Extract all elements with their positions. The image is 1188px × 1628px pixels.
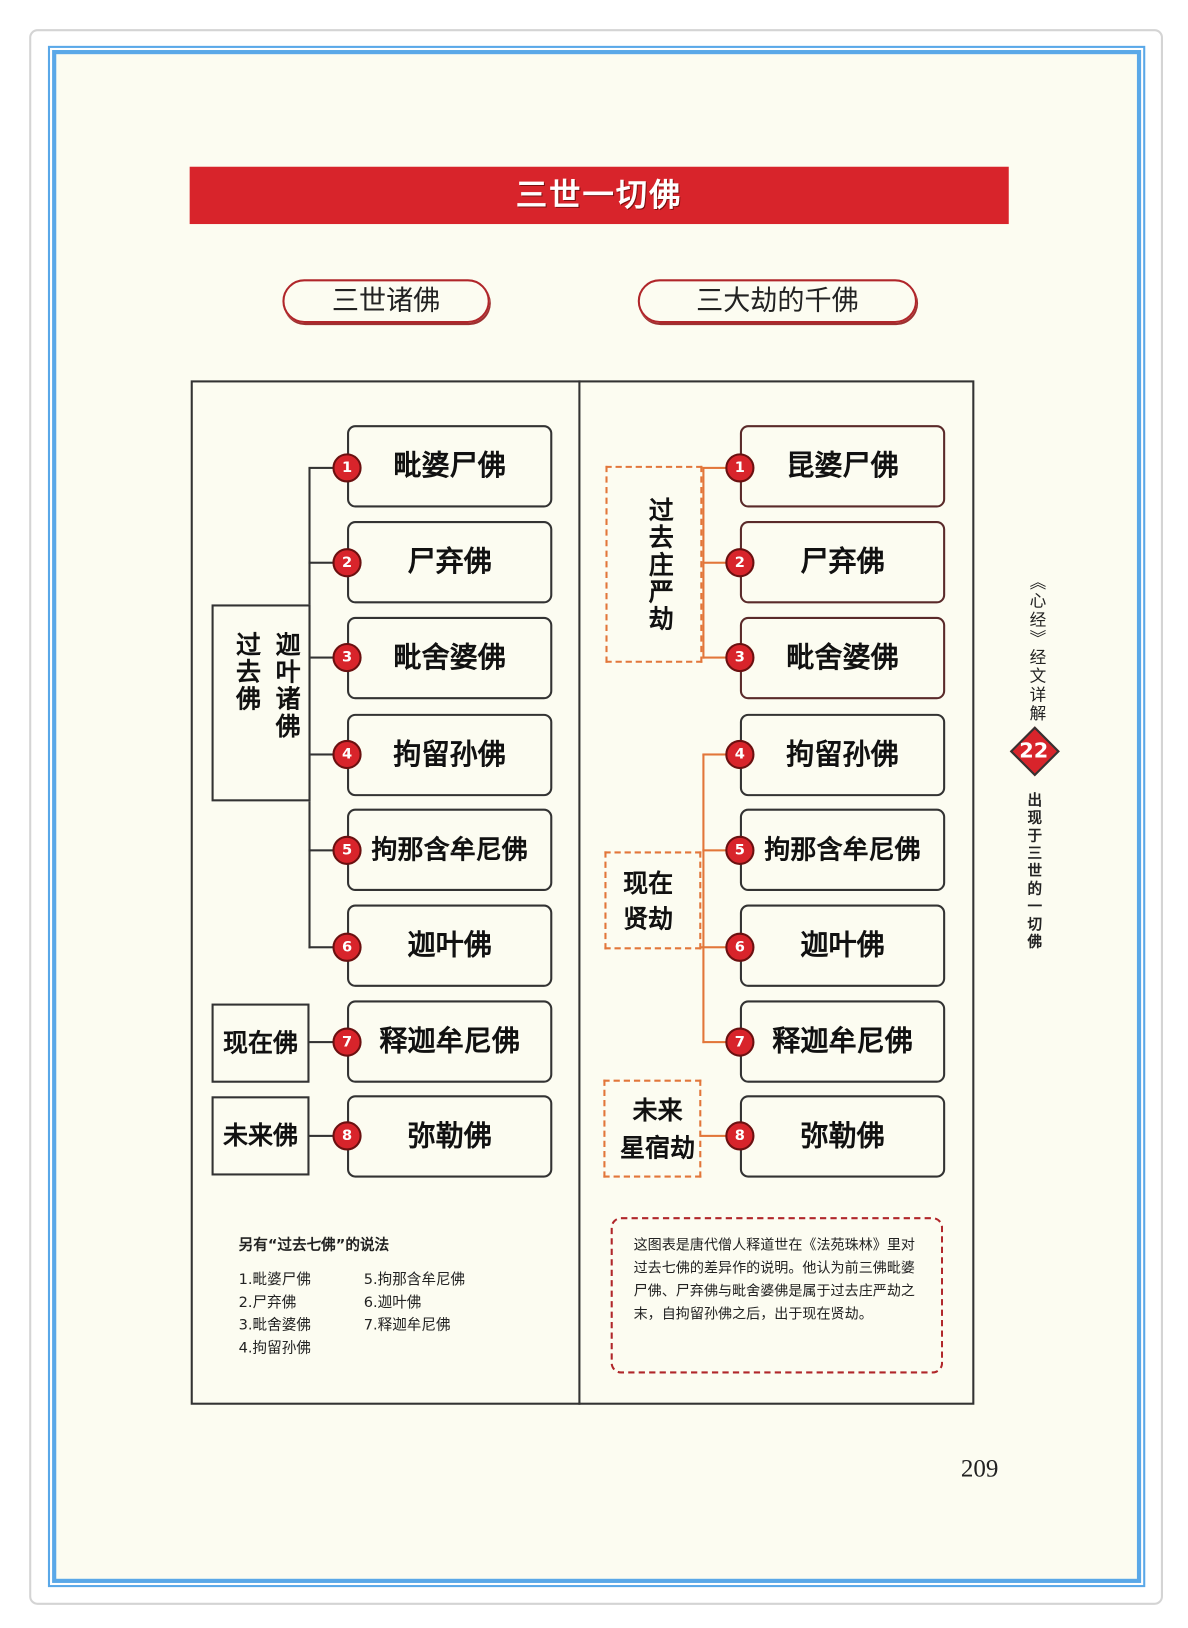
buddha-box: 释迦牟尼佛	[739, 1000, 946, 1083]
connector-line	[702, 466, 740, 469]
connector-line	[308, 1134, 349, 1137]
connector-line	[702, 849, 740, 852]
number-badge: 7	[725, 1027, 755, 1057]
buddha-box: 尸弃佛	[739, 521, 946, 604]
connector-line	[308, 561, 349, 564]
buddha-box: 尸弃佛	[347, 521, 553, 604]
connector-line	[308, 753, 349, 756]
group-label-text: 贤劫	[623, 904, 674, 934]
connector-line	[702, 656, 740, 659]
running-header-book: 《心经》经文详解	[1026, 573, 1047, 724]
connector-line	[308, 656, 349, 659]
notes-title: 另有“过去七佛”的说法	[238, 1236, 390, 1254]
number-badge: 6	[332, 932, 362, 962]
explanation-box: 这图表是唐代僧人释道世在《法苑珠林》里对过去七佛的差异作的说明。他认为前三佛毗婆…	[610, 1217, 944, 1374]
page-frame-outer	[47, 45, 1146, 1588]
connector-line	[702, 754, 705, 1044]
number-badge: 2	[332, 548, 362, 578]
connector-line	[700, 946, 740, 949]
group-label-text: 迦叶诸佛	[270, 631, 301, 740]
number-badge: 6	[725, 932, 755, 962]
number-badge: 4	[725, 739, 755, 770]
number-badge: 7	[332, 1027, 362, 1057]
group-label-text: 现在	[623, 869, 674, 899]
group-label-text: 星宿劫	[620, 1133, 696, 1163]
number-badge: 8	[332, 1121, 362, 1151]
number-badge: 3	[725, 642, 755, 673]
buddha-box: 毗婆尸佛	[347, 425, 553, 508]
buddha-box: 昆婆尸佛	[739, 425, 946, 508]
number-badge: 8	[725, 1121, 755, 1151]
buddha-box: 弥勒佛	[347, 1095, 553, 1178]
connector-line	[308, 1041, 349, 1044]
connector-line	[702, 1041, 740, 1044]
notes-item: 7.释迦牟尼佛	[363, 1317, 451, 1334]
group-label-future-kalpa: 未来 星宿劫	[603, 1079, 702, 1178]
notes-item: 5.拘那含牟尼佛	[363, 1271, 466, 1289]
number-badge: 2	[725, 548, 755, 578]
running-header-chapter: 出现于三世的一切佛	[1025, 791, 1043, 952]
buddha-box: 拘那含牟尼佛	[739, 808, 946, 891]
notes-item: 4.拘留孙佛	[238, 1340, 311, 1357]
page-title: 三世一切佛	[189, 166, 1009, 225]
section-heading-left: 三世诸佛	[282, 279, 490, 324]
notes-item: 6.迦叶佛	[363, 1294, 422, 1311]
buddha-box: 毗舍婆佛	[739, 616, 946, 700]
page-frame	[52, 50, 1142, 1583]
number-badge: 5	[725, 835, 755, 865]
group-label-text: 未来	[632, 1096, 683, 1126]
buddha-box: 弥勒佛	[739, 1095, 946, 1178]
connector-line	[702, 561, 740, 564]
number-badge: 4	[332, 739, 362, 770]
number-badge: 1	[725, 453, 755, 483]
group-label-past-kalpa: 过去庄严劫	[605, 465, 703, 663]
connector-line	[702, 753, 740, 756]
number-badge: 3	[332, 642, 362, 673]
connector-line	[700, 1134, 740, 1137]
buddha-box: 迦叶佛	[347, 904, 553, 987]
chapter-number: 22	[1019, 737, 1049, 763]
number-badge: 5	[332, 835, 362, 865]
connector-line	[308, 849, 349, 852]
notes-item: 3.毗舍婆佛	[238, 1317, 311, 1334]
buddha-box: 拘留孙佛	[347, 713, 553, 797]
group-label-present-kalpa: 现在 贤劫	[604, 851, 702, 950]
page-number: 209	[960, 1455, 999, 1483]
diagram-divider	[578, 380, 581, 1405]
group-label-text: 过去佛	[231, 631, 261, 713]
group-label-future-buddha: 未来佛	[211, 1096, 310, 1176]
group-label-text: 过去庄严劫	[644, 497, 674, 633]
notes-item: 2.尸弃佛	[238, 1294, 297, 1311]
notes-item: 1.毗婆尸佛	[238, 1271, 311, 1289]
connector-line	[308, 946, 349, 949]
buddha-box: 拘留孙佛	[739, 713, 946, 797]
section-heading-right: 三大劫的千佛	[637, 279, 918, 324]
buddha-box: 释迦牟尼佛	[347, 1000, 553, 1083]
connector-line	[308, 466, 349, 469]
number-badge: 1	[332, 453, 362, 483]
buddha-box: 迦叶佛	[739, 904, 946, 987]
group-label-present-buddha: 现在佛	[211, 1003, 310, 1083]
diagram-frame	[190, 380, 975, 1405]
buddha-box: 拘那含牟尼佛	[347, 808, 553, 891]
group-label-past-buddhas: 迦叶诸佛 过去佛	[211, 604, 311, 802]
buddha-box: 毗舍婆佛	[347, 616, 553, 700]
